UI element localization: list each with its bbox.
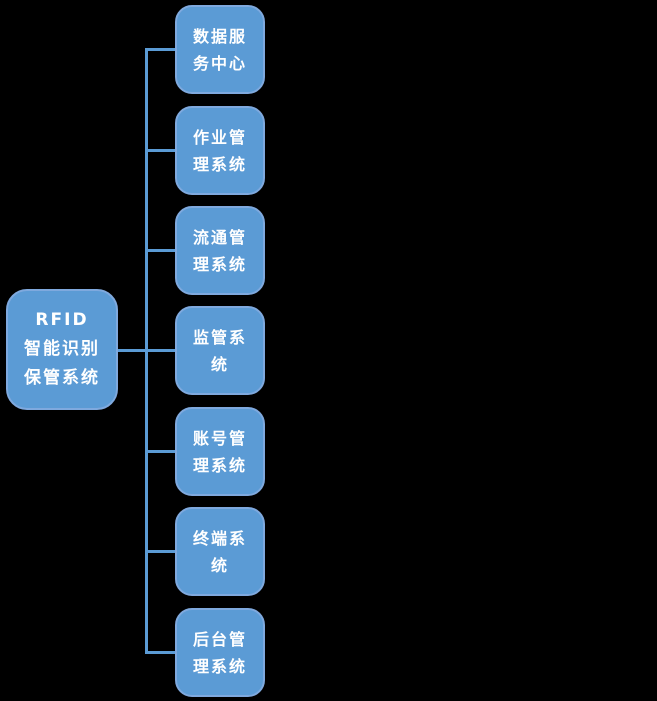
- node-terminal-system: 终端系 统: [175, 507, 265, 596]
- connector-stub: [146, 149, 175, 152]
- node-label-line: RFID: [35, 310, 89, 330]
- node-label-line: 智能识别: [24, 339, 100, 359]
- node-label-line: 理系统: [192, 656, 247, 676]
- node-backend-management-system: 后台管 理系统: [175, 608, 265, 697]
- node-label-line: 流通管: [192, 227, 247, 247]
- connector-stub: [146, 349, 175, 352]
- node-label-line: 终端系: [192, 528, 247, 548]
- node-rfid-storage-system: RFID 智能识别 保管系统: [6, 289, 118, 410]
- connector-stub: [146, 450, 175, 453]
- node-label-line: 理系统: [192, 254, 247, 274]
- connector-stub: [146, 651, 175, 654]
- connector-stub: [146, 249, 175, 252]
- connector-stub: [146, 550, 175, 553]
- node-label-line: 统: [210, 555, 229, 575]
- node-account-management-system: 账号管 理系统: [175, 407, 265, 496]
- node-label-line: 作业管: [192, 127, 247, 147]
- node-supervision-system: 监管系 统: [175, 306, 265, 395]
- node-label-line: 理系统: [192, 154, 247, 174]
- node-label-line: 理系统: [192, 455, 247, 475]
- connector-stub: [146, 48, 175, 51]
- node-label-line: 保管系统: [24, 368, 100, 388]
- node-label-line: 统: [210, 354, 229, 374]
- node-operation-management-system: 作业管 理系统: [175, 106, 265, 195]
- node-label-line: 务中心: [192, 53, 247, 73]
- node-circulation-management-system: 流通管 理系统: [175, 206, 265, 295]
- node-label-line: 后台管: [192, 629, 247, 649]
- node-data-service-center: 数据服 务中心: [175, 5, 265, 94]
- node-label-line: 监管系: [192, 327, 247, 347]
- node-label-line: 数据服: [192, 26, 247, 46]
- node-label-line: 账号管: [192, 428, 247, 448]
- connector-root-line: [118, 349, 148, 352]
